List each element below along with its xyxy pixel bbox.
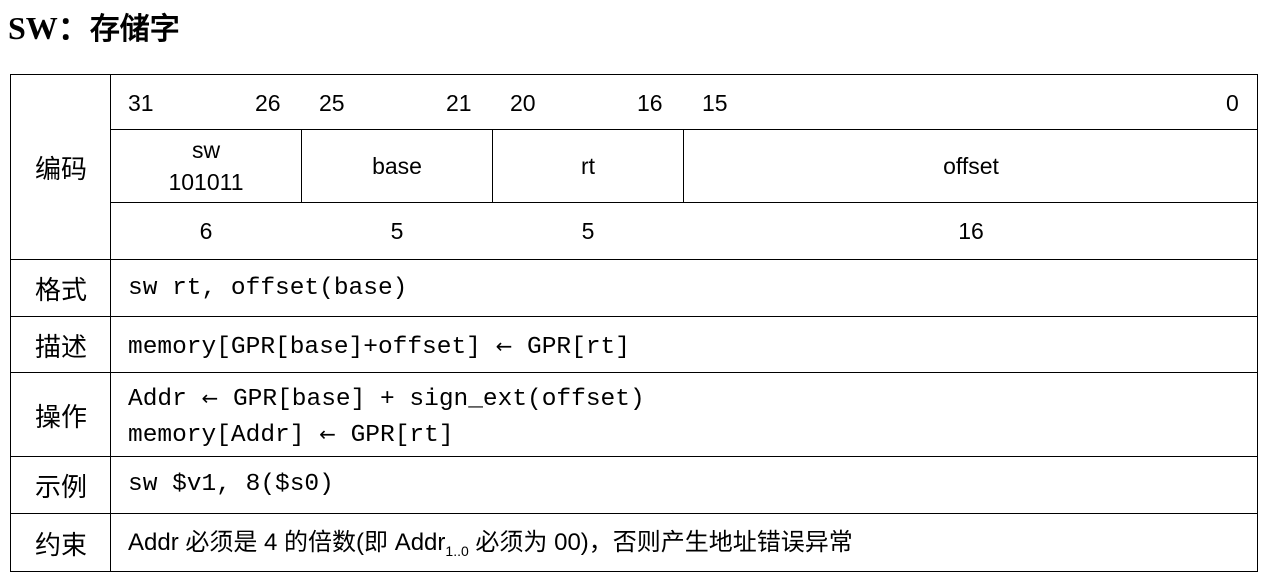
field-base-name: base xyxy=(372,153,422,179)
label-encoding: 编码 xyxy=(34,154,87,185)
label-column-divider xyxy=(110,74,111,572)
bit-number: 21 xyxy=(446,90,472,116)
field-divider xyxy=(683,129,684,203)
constraint-post: 必须为 00)，否则产生地址错误异常 xyxy=(468,529,853,556)
instruction-mnemonic: SW： xyxy=(8,10,90,46)
field-offset: offset xyxy=(684,130,1258,202)
bit-number: 25 xyxy=(319,90,345,116)
field-divider xyxy=(301,129,302,203)
constraint-pre: Addr 必须是 4 的倍数(即 Addr xyxy=(128,529,446,556)
left-arrow-icon: ← xyxy=(201,386,219,410)
label-description: 描述 xyxy=(34,332,87,363)
row-divider xyxy=(10,372,1258,373)
operation-line-2-right: GPR[rt] xyxy=(335,422,454,449)
operation-line-2: memory[Addr] ← GPR[rt] xyxy=(128,416,454,454)
field-rt-name: rt xyxy=(580,153,596,179)
operation-line-1-right: GPR[base] + sign_ext(offset) xyxy=(218,386,645,413)
row-divider xyxy=(110,129,1258,130)
row-divider xyxy=(10,259,1258,260)
operation-line-1-left: Addr xyxy=(128,386,202,413)
left-arrow-icon: ← xyxy=(319,422,336,446)
description-text: memory[GPR[base]+offset] ← GPR[rt] xyxy=(128,328,630,366)
page-title: SW：存储字 xyxy=(8,6,180,50)
bit-number: 16 xyxy=(637,90,663,116)
left-arrow-icon: ← xyxy=(495,334,513,358)
instruction-chinese-name: 存储字 xyxy=(89,12,180,47)
bit-number: 31 xyxy=(128,90,154,116)
row-divider xyxy=(10,513,1258,514)
field-rt: rt xyxy=(493,130,683,202)
field-width: 5 xyxy=(390,218,404,244)
bit-number: 15 xyxy=(702,90,728,116)
row-divider xyxy=(110,202,1258,203)
label-constraint: 约束 xyxy=(34,530,87,561)
bit-number: 0 xyxy=(1226,90,1239,116)
row-divider xyxy=(10,316,1258,317)
field-width: 6 xyxy=(199,218,213,244)
field-offset-name: offset xyxy=(943,153,999,179)
label-operation: 操作 xyxy=(34,402,87,433)
instruction-table xyxy=(10,74,1258,572)
field-base: base xyxy=(302,130,492,202)
field-width: 16 xyxy=(958,218,984,244)
field-opcode: sw 101011 xyxy=(111,130,301,202)
bit-number: 20 xyxy=(510,90,536,116)
description-left: memory[GPR[base]+offset] xyxy=(128,334,496,361)
field-divider xyxy=(492,129,493,203)
format-text: sw rt, offset(base) xyxy=(128,275,408,302)
example-text: sw $v1, 8($s0) xyxy=(128,471,334,498)
field-opcode-code: 101011 xyxy=(168,169,244,195)
field-width: 5 xyxy=(581,218,595,244)
bit-number: 26 xyxy=(255,90,281,116)
row-divider xyxy=(10,456,1258,457)
constraint-subscript: 1..0 xyxy=(445,542,469,559)
operation-line-1: Addr ← GPR[base] + sign_ext(offset) xyxy=(128,380,645,418)
label-example: 示例 xyxy=(34,473,87,503)
operation-line-2-left: memory[Addr] xyxy=(128,422,320,449)
constraint-text: Addr 必须是 4 的倍数(即 Addr1..0 必须为 00)，否则产生地址… xyxy=(128,525,853,569)
field-opcode-name: sw xyxy=(191,137,221,163)
description-right: GPR[rt] xyxy=(512,334,630,361)
label-format: 格式 xyxy=(34,276,87,306)
